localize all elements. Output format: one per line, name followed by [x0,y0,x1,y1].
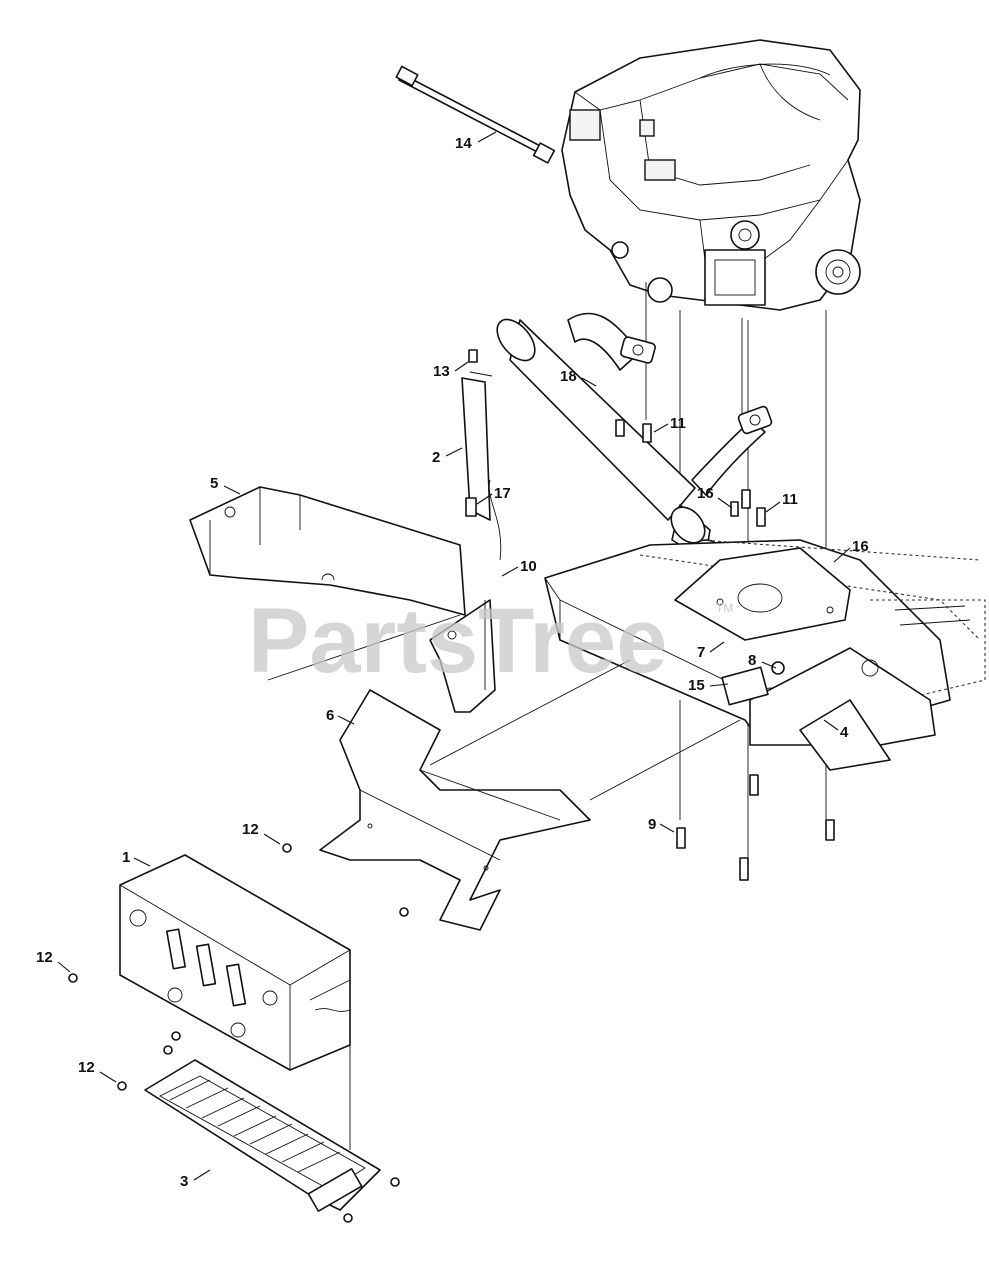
callout-11-right: 11 [782,491,798,508]
callout-16-left: 16 [697,485,714,502]
step-plate [144,1059,381,1212]
engine [561,39,861,311]
callout-16-right: 16 [852,538,869,555]
callout-6: 6 [326,707,334,724]
callout-10: 10 [520,558,537,575]
heat-shield-small [461,371,493,521]
callout-12-left: 12 [36,949,53,966]
callout-12-bottom: 12 [78,1059,95,1076]
engine-cover-box [119,854,351,1150]
callout-7: 7 [697,644,705,661]
callout-labels: 14 13 18 11 2 5 17 16 11 10 16 7 8 15 6 … [36,131,869,1190]
callout-17: 17 [494,485,511,502]
callout-3: 3 [180,1173,188,1190]
heat-plate [674,547,851,641]
callout-1: 1 [122,849,130,866]
callout-5: 5 [210,475,218,492]
deflector [319,659,741,931]
callout-8: 8 [748,652,756,669]
dipstick-tube [395,65,556,164]
callout-11-top: 11 [670,415,686,432]
callout-15: 15 [688,677,705,694]
muffler-assembly [496,312,773,565]
callout-12-middle: 12 [242,821,259,838]
rear-bracket [721,647,936,771]
callout-14: 14 [455,135,472,152]
watermark-tm: TM [716,601,733,615]
callout-2: 2 [432,449,440,466]
side-shield [189,486,466,681]
muffler-guard [429,479,502,713]
callout-13: 13 [433,363,450,380]
fasteners [68,349,835,1223]
callout-18: 18 [560,368,577,385]
callout-4: 4 [840,724,849,741]
watermark: PartsTree TM [248,590,733,692]
watermark-text: PartsTree [248,590,667,692]
callout-9: 9 [648,816,656,833]
